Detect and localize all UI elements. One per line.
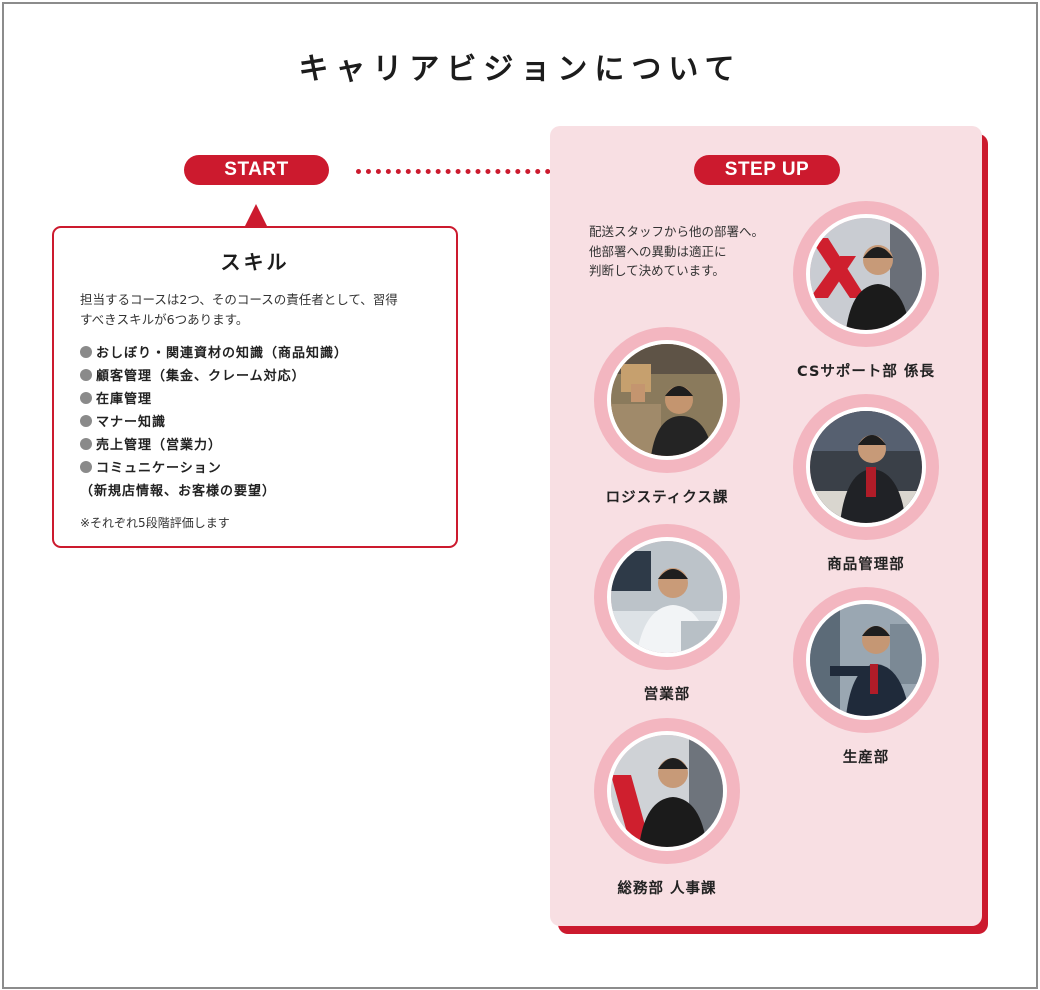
stepup-desc-line: 配送スタッフから他の部署へ。 (589, 224, 765, 239)
avatar (607, 537, 727, 657)
skill-description: 担当するコースは2つ、そのコースの責任者として、習得 すべきスキルが6つあります… (80, 290, 430, 330)
skill-item-label: おしぼり・関連資材の知識（商品知識） (96, 346, 349, 361)
gray-dot-icon (80, 392, 92, 404)
role-label: ロジスティクス課 (605, 490, 729, 506)
skill-item-label: コミュニケーション (96, 461, 222, 476)
skill-note: ※それぞれ5段階評価します (80, 516, 230, 530)
role-label: 生産部 (842, 750, 890, 766)
start-badge: START (184, 155, 329, 185)
page-title: キャリアビジョンについて (298, 52, 742, 87)
skill-item: マナー知識 (80, 411, 348, 434)
role-label: 商品管理部 (827, 557, 905, 573)
skill-desc-line: すべきスキルが6つあります。 (80, 312, 249, 327)
avatar (806, 600, 926, 720)
skill-item-label: 在庫管理 (96, 392, 153, 407)
role-label: 営業部 (643, 687, 691, 703)
stepup-desc-line: 他部署への異動は適正に (589, 243, 727, 259)
stepup-desc-line: 判断して決めています。 (589, 263, 725, 278)
skill-item: おしぼり・関連資材の知識（商品知識） (80, 342, 348, 365)
skill-item: コミュニケーション (80, 457, 348, 480)
gray-dot-icon (80, 346, 92, 358)
skill-item-label: マナー知識 (96, 415, 167, 430)
skill-desc-line: 担当するコースは2つ、そのコースの責任者として、習得 (80, 292, 398, 307)
skill-item-label: 売上管理（営業力） (96, 438, 223, 453)
skill-card: スキル 担当するコースは2つ、そのコースの責任者として、習得 すべきスキルが6つ… (52, 226, 458, 548)
gray-dot-icon (80, 369, 92, 381)
dotted-connector (356, 169, 670, 174)
role-label: CSサポート部 係長 (797, 364, 935, 380)
avatar (806, 407, 926, 527)
skill-item: 顧客管理（集金、クレーム対応） (80, 365, 348, 388)
role-label: 総務部 人事課 (617, 881, 717, 897)
skill-item-continuation: （新規店情報、お客様の要望） (80, 484, 277, 499)
avatar (607, 731, 727, 851)
stepup-description: 配送スタッフから他の部署へ。 他部署への異動は適正に 判断して決めています。 (589, 222, 789, 281)
skill-title: スキル (220, 250, 290, 274)
skill-item: 在庫管理 (80, 388, 348, 411)
gray-dot-icon (80, 415, 92, 427)
skill-item: 売上管理（営業力） (80, 434, 348, 457)
skill-list: おしぼり・関連資材の知識（商品知識） 顧客管理（集金、クレーム対応） 在庫管理 … (80, 342, 348, 503)
skill-item-label: 顧客管理（集金、クレーム対応） (96, 369, 306, 384)
avatar (607, 340, 727, 460)
gray-dot-icon (80, 461, 92, 473)
gray-dot-icon (80, 438, 92, 450)
avatar (806, 214, 926, 334)
stepup-badge: STEP UP (694, 155, 840, 185)
triangle-up-icon (244, 204, 268, 228)
